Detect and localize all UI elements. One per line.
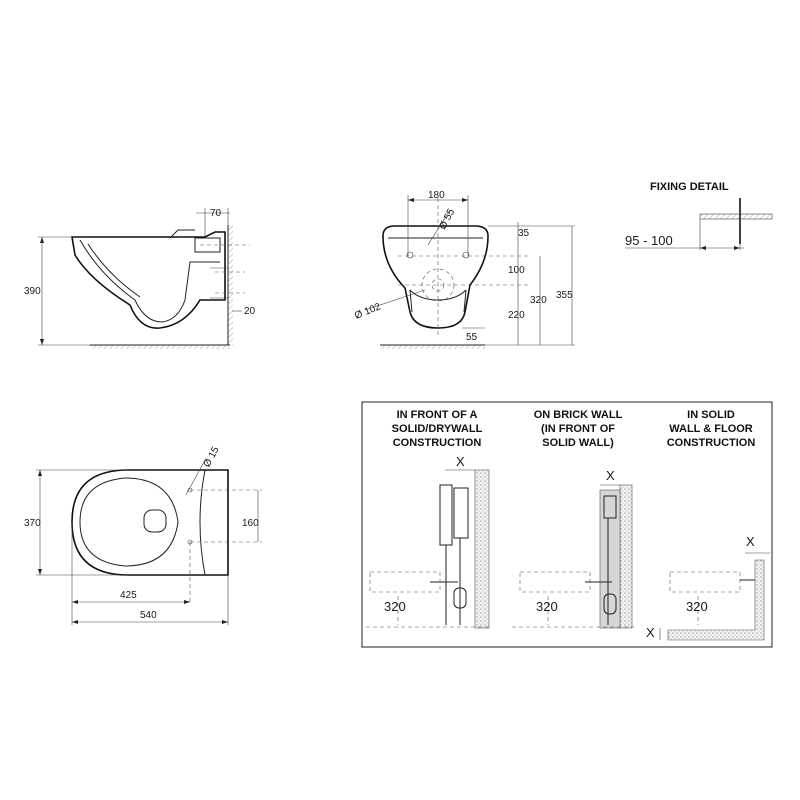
side-height-label: 390 <box>24 286 41 297</box>
panel1-title-1: IN FRONT OF A <box>397 409 478 421</box>
installation-panel-solid-drywall: IN FRONT OF A SOLID/DRYWALL CONSTRUCTION… <box>366 409 490 629</box>
panel3-x-top-label: X <box>746 534 755 549</box>
installation-box: IN FRONT OF A SOLID/DRYWALL CONSTRUCTION… <box>361 401 773 648</box>
front-dim55-label: 55 <box>466 332 478 343</box>
panel2-height-label: 320 <box>536 599 558 614</box>
front-dim355-label: 355 <box>556 290 573 301</box>
panel2-title-3: SOLID WALL) <box>542 437 614 449</box>
panel2-x-label: X <box>606 468 615 483</box>
panel1-x-label: X <box>456 454 465 469</box>
top-length540-label: 540 <box>140 610 157 621</box>
panel3-title-3: CONSTRUCTION <box>667 437 756 449</box>
installation-panel-solid-wall-floor: IN SOLID WALL & FLOOR CONSTRUCTION X X 3… <box>646 409 770 641</box>
top-dia15-label: Ø 15 <box>202 445 222 470</box>
panel1-title-3: CONSTRUCTION <box>393 437 482 449</box>
front-view: 180 Ø 55 Ø 102 35 100 320 220 355 55 <box>353 190 575 349</box>
front-dim35-label: 35 <box>518 228 530 239</box>
front-dia55-label: Ø 55 <box>437 207 457 232</box>
fixing-detail-title: FIXING DETAIL <box>650 181 729 193</box>
side-gap-label: 20 <box>244 306 256 317</box>
top-width-label: 160 <box>242 518 259 529</box>
panel2-title-1: ON BRICK WALL <box>534 409 623 421</box>
front-dim100-label: 100 <box>508 265 525 276</box>
panel3-title-1: IN SOLID <box>687 409 735 421</box>
panel3-height-label: 320 <box>686 599 708 614</box>
top-view: Ø 15 370 160 425 540 <box>24 445 262 625</box>
front-width-label: 180 <box>428 190 445 201</box>
panel3-title-2: WALL & FLOOR <box>669 423 753 435</box>
panel1-height-label: 320 <box>384 599 406 614</box>
fixing-range-label: 95 - 100 <box>625 233 673 248</box>
panel3-x-bottom-label: X <box>646 625 655 640</box>
front-dim220-label: 220 <box>508 310 525 321</box>
side-view: 390 70 20 <box>24 208 256 349</box>
front-dim320-label: 320 <box>530 295 547 306</box>
panel1-title-2: SOLID/DRYWALL <box>392 423 483 435</box>
side-width-label: 70 <box>210 208 222 219</box>
top-height-label: 370 <box>24 518 41 529</box>
fixing-detail: FIXING DETAIL 95 - 100 <box>625 181 773 250</box>
top-length425-label: 425 <box>120 590 137 601</box>
panel2-title-2: (IN FRONT OF <box>541 423 615 435</box>
installation-panel-brick-wall: ON BRICK WALL (IN FRONT OF SOLID WALL) X… <box>512 409 634 629</box>
front-dia102-label: Ø 102 <box>353 301 383 322</box>
